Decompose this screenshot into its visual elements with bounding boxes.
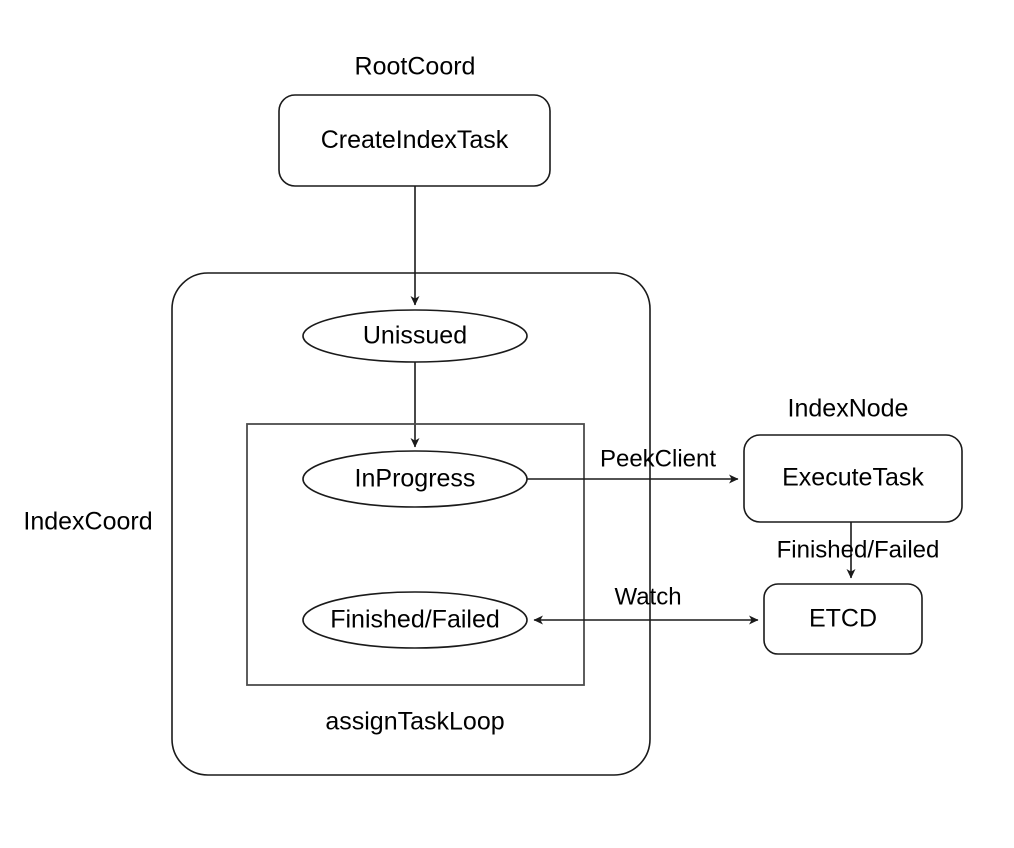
group-index-coord: [171, 272, 651, 776]
node-label-finished-failed: Finished/Failed: [330, 606, 500, 634]
group-assign-task-loop: [246, 423, 585, 686]
group-label-index-coord: IndexCoord: [23, 508, 152, 536]
edge-label-watch: Watch: [614, 583, 681, 610]
node-label-in-progress: InProgress: [355, 465, 476, 493]
node-label-execute-task: ExecuteTask: [782, 464, 924, 492]
group-label-index-node: IndexNode: [788, 395, 909, 423]
edge-label-peek-client: PeekClient: [600, 445, 716, 472]
node-label-unissued: Unissued: [363, 322, 467, 350]
node-label-etcd: ETCD: [809, 605, 877, 633]
node-etcd[interactable]: [763, 583, 923, 655]
node-finished-failed[interactable]: [302, 591, 528, 649]
node-label-create-index-task: CreateIndexTask: [321, 126, 509, 154]
node-execute-task[interactable]: [743, 434, 963, 523]
edge-label-execute-task-to-etcd: Finished/Failed: [777, 536, 940, 563]
group-label-root-coord: RootCoord: [355, 53, 476, 81]
group-label-assign-task-loop: assignTaskLoop: [325, 708, 504, 736]
